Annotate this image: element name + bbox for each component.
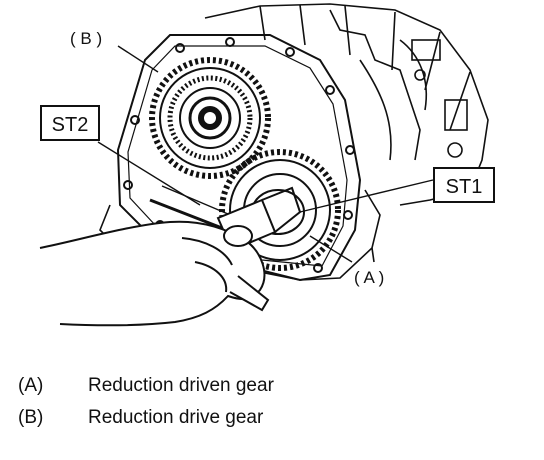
st1-box (433, 167, 495, 203)
st2-label: ST2 (52, 114, 89, 136)
transmission-illustration: ( B ) ( A ) ST2 ST1 (39, 3, 495, 327)
hand (39, 220, 270, 327)
legend-item-b: (B) Reduction drive gear (18, 402, 518, 434)
callout-a-label: ( A ) (354, 268, 384, 287)
legend-text: Reduction driven gear (88, 375, 274, 396)
legend: (A) Reduction driven gear (B) Reduction dr… (18, 370, 518, 434)
flange-plate (116, 34, 362, 282)
legend-key: (A) (18, 375, 44, 396)
leader-lines (97, 45, 434, 263)
st2-box (40, 105, 100, 141)
legend-text: Reduction drive gear (88, 407, 264, 428)
legend-key: (B) (18, 407, 44, 428)
reduction-drive-gear (149, 57, 271, 179)
callout-b-label: ( B ) (70, 29, 102, 48)
legend-item-a: (A) Reduction driven gear (18, 370, 518, 402)
st1-label: ST1 (446, 176, 483, 198)
